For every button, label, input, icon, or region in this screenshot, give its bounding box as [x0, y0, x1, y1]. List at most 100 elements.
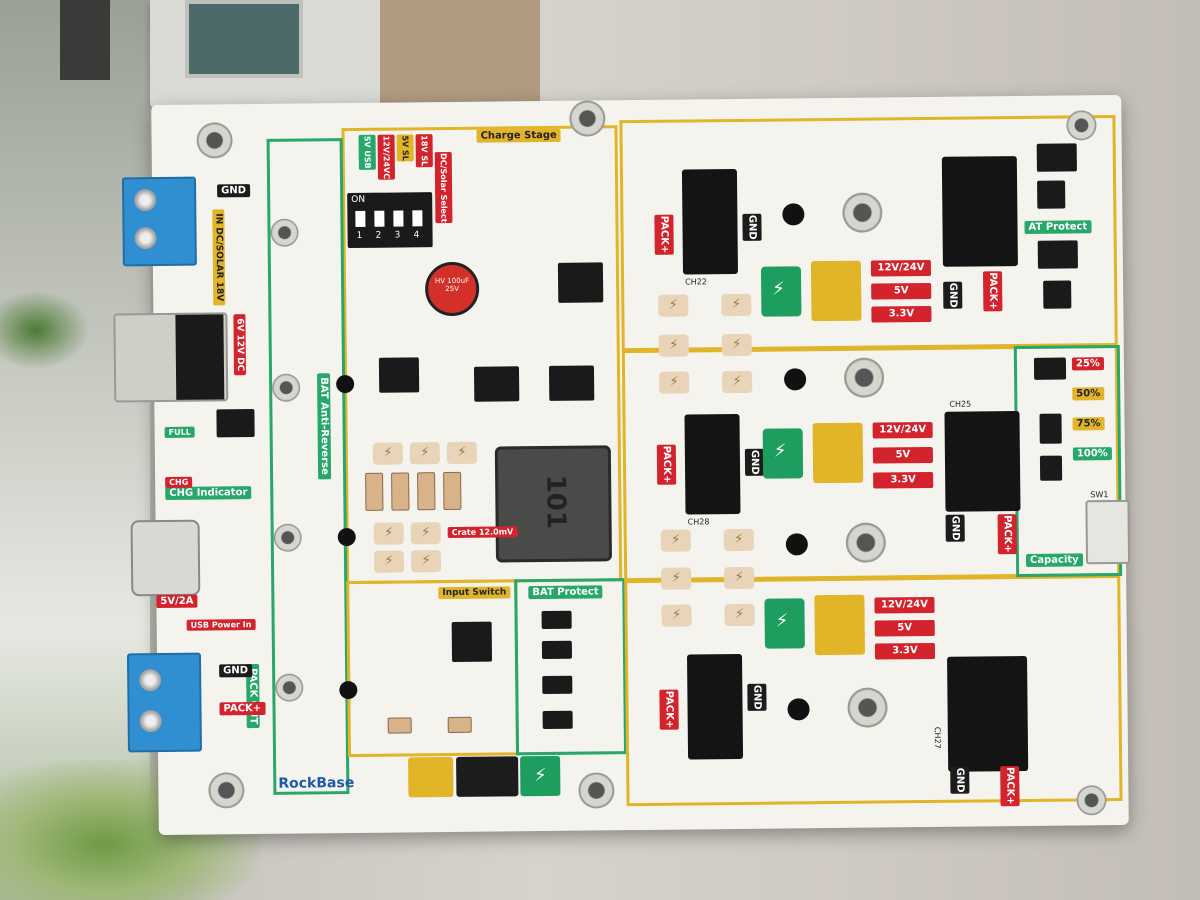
standoff — [196, 122, 233, 159]
battery-icon — [760, 266, 802, 317]
terminal-screw[interactable] — [134, 189, 157, 212]
dip-toggle[interactable] — [393, 210, 404, 227]
battery-icon — [762, 428, 804, 479]
usb-power-label: USB Power In — [186, 619, 256, 631]
gnd-label: GND — [744, 448, 765, 476]
ic-chip — [1037, 180, 1066, 209]
ic-chip — [1036, 143, 1077, 172]
channel-label: CH27 — [932, 726, 942, 749]
pack-out-terminal[interactable] — [126, 652, 202, 753]
standoff — [270, 218, 299, 247]
dip-number: 2 — [375, 230, 382, 241]
channel-label: CH22 — [685, 277, 707, 287]
standoff — [208, 772, 245, 809]
stage-title: Charge Stage — [476, 128, 561, 143]
terminal-screw[interactable] — [139, 710, 162, 733]
top-label-1: 5V USB — [358, 134, 376, 170]
inductor-marking: 101 — [540, 474, 571, 530]
pin-header-female[interactable] — [686, 653, 744, 760]
gnd-label: GND — [945, 514, 965, 542]
pack-plus-label: PACK+ — [656, 444, 677, 485]
background-window — [0, 0, 150, 900]
standoff — [569, 100, 606, 137]
full-label: FULL — [164, 426, 195, 438]
at-protect-label: AT Protect — [1024, 220, 1092, 234]
pin-header-female[interactable] — [947, 655, 1029, 772]
voltage-label: 12V/24V — [872, 421, 933, 439]
ic-chip — [378, 357, 420, 393]
dc-barrel-jack[interactable] — [113, 312, 229, 403]
lightning-pad-icon: ⚡ — [446, 441, 477, 465]
voltage-label: 5V — [872, 446, 933, 464]
ic-chip — [1043, 280, 1072, 309]
battery-icon — [764, 598, 805, 649]
mounting-hole — [785, 533, 808, 556]
top-label-4: 18V SL — [415, 134, 433, 168]
mounting-hole — [783, 368, 807, 391]
gnd-label: GND — [950, 766, 970, 794]
capacitor — [447, 716, 472, 734]
power-inductor: 101 — [494, 445, 613, 563]
gnd-label: GND — [217, 184, 251, 198]
dip-switch[interactable]: ON 1 2 3 4 — [347, 192, 433, 249]
mosfet — [473, 366, 520, 402]
capacitor — [391, 472, 410, 511]
voltage-label: 3.3V — [874, 642, 936, 660]
lightning-pad-icon: ⚡ — [658, 294, 689, 317]
lightning-pad-icon: ⚡ — [409, 442, 440, 465]
pack-plus-label: PACK+ — [1000, 766, 1020, 806]
lightning-icon: ⚡ — [520, 755, 561, 797]
channel-label: CH28 — [687, 517, 710, 527]
terminal-screw[interactable] — [139, 669, 162, 692]
capacitor — [417, 472, 436, 511]
standoff — [842, 192, 883, 233]
input-switch-label: Input Switch — [438, 586, 511, 600]
indicator-50: 50% — [1072, 387, 1105, 401]
lightning-pad-icon: ⚡ — [721, 293, 752, 317]
mosfet — [548, 365, 595, 401]
voltage-label: 3.3V — [873, 471, 934, 489]
standoff — [272, 373, 301, 402]
terminal-screw[interactable] — [134, 227, 157, 250]
crate-label: Crate 12.0mV — [447, 526, 518, 539]
capacitor — [387, 717, 412, 734]
voltage-label: 12V/24V — [874, 596, 935, 614]
dip-title: DC/Solar Select — [434, 151, 453, 224]
dip-on-label: ON — [351, 194, 366, 206]
pin-header-female[interactable] — [681, 168, 739, 275]
electrolytic-capacitor: HV 100uF 25V — [424, 261, 480, 317]
standoff — [843, 357, 885, 398]
barrel-jack-body — [175, 314, 225, 400]
pin-header-female[interactable] — [944, 411, 1021, 512]
mosfet — [557, 262, 604, 303]
dip-toggle[interactable] — [412, 210, 423, 227]
pin-header-female[interactable] — [941, 156, 1018, 267]
pin-header-female[interactable] — [684, 413, 741, 515]
pack-plus-label: PACK+ — [659, 689, 679, 730]
dip-toggle[interactable] — [374, 210, 385, 227]
lightning-pad-icon: ⚡ — [722, 370, 753, 394]
chg-indicator-label: CHG Indicator — [165, 486, 252, 500]
gnd-label: GND — [219, 664, 253, 678]
ic-chip — [1039, 413, 1062, 444]
input-mid-label: 6V 12V DC — [233, 314, 247, 376]
background-object — [60, 0, 110, 80]
dip-toggle[interactable] — [355, 210, 366, 227]
standoff — [578, 772, 615, 809]
ic-chip — [1033, 357, 1067, 380]
top-label-2: 12V/24VC — [377, 134, 396, 181]
circuit-board: GND IN DC/SOLAR 18V 6V 12V DC BAT Anti-R… — [113, 94, 1131, 836]
lightning-pad-icon: ⚡ — [661, 567, 692, 590]
capacity-switch[interactable] — [1085, 499, 1131, 565]
anti-reverse-label: BAT Anti-Reverse — [317, 373, 332, 479]
chg-label: CHG — [165, 476, 193, 488]
lightning-pad-icon: ⚡ — [724, 566, 755, 590]
indicator-25: 25% — [1071, 357, 1104, 371]
dc-input-terminal[interactable] — [121, 176, 197, 267]
usb-c-port[interactable] — [130, 519, 201, 597]
lightning-pad-icon: ⚡ — [410, 550, 442, 573]
pack-plus-label: PACK+ — [654, 214, 674, 255]
capacity-label: Capacity — [1025, 553, 1083, 567]
diode — [216, 409, 255, 438]
gnd-label: GND — [742, 213, 762, 241]
